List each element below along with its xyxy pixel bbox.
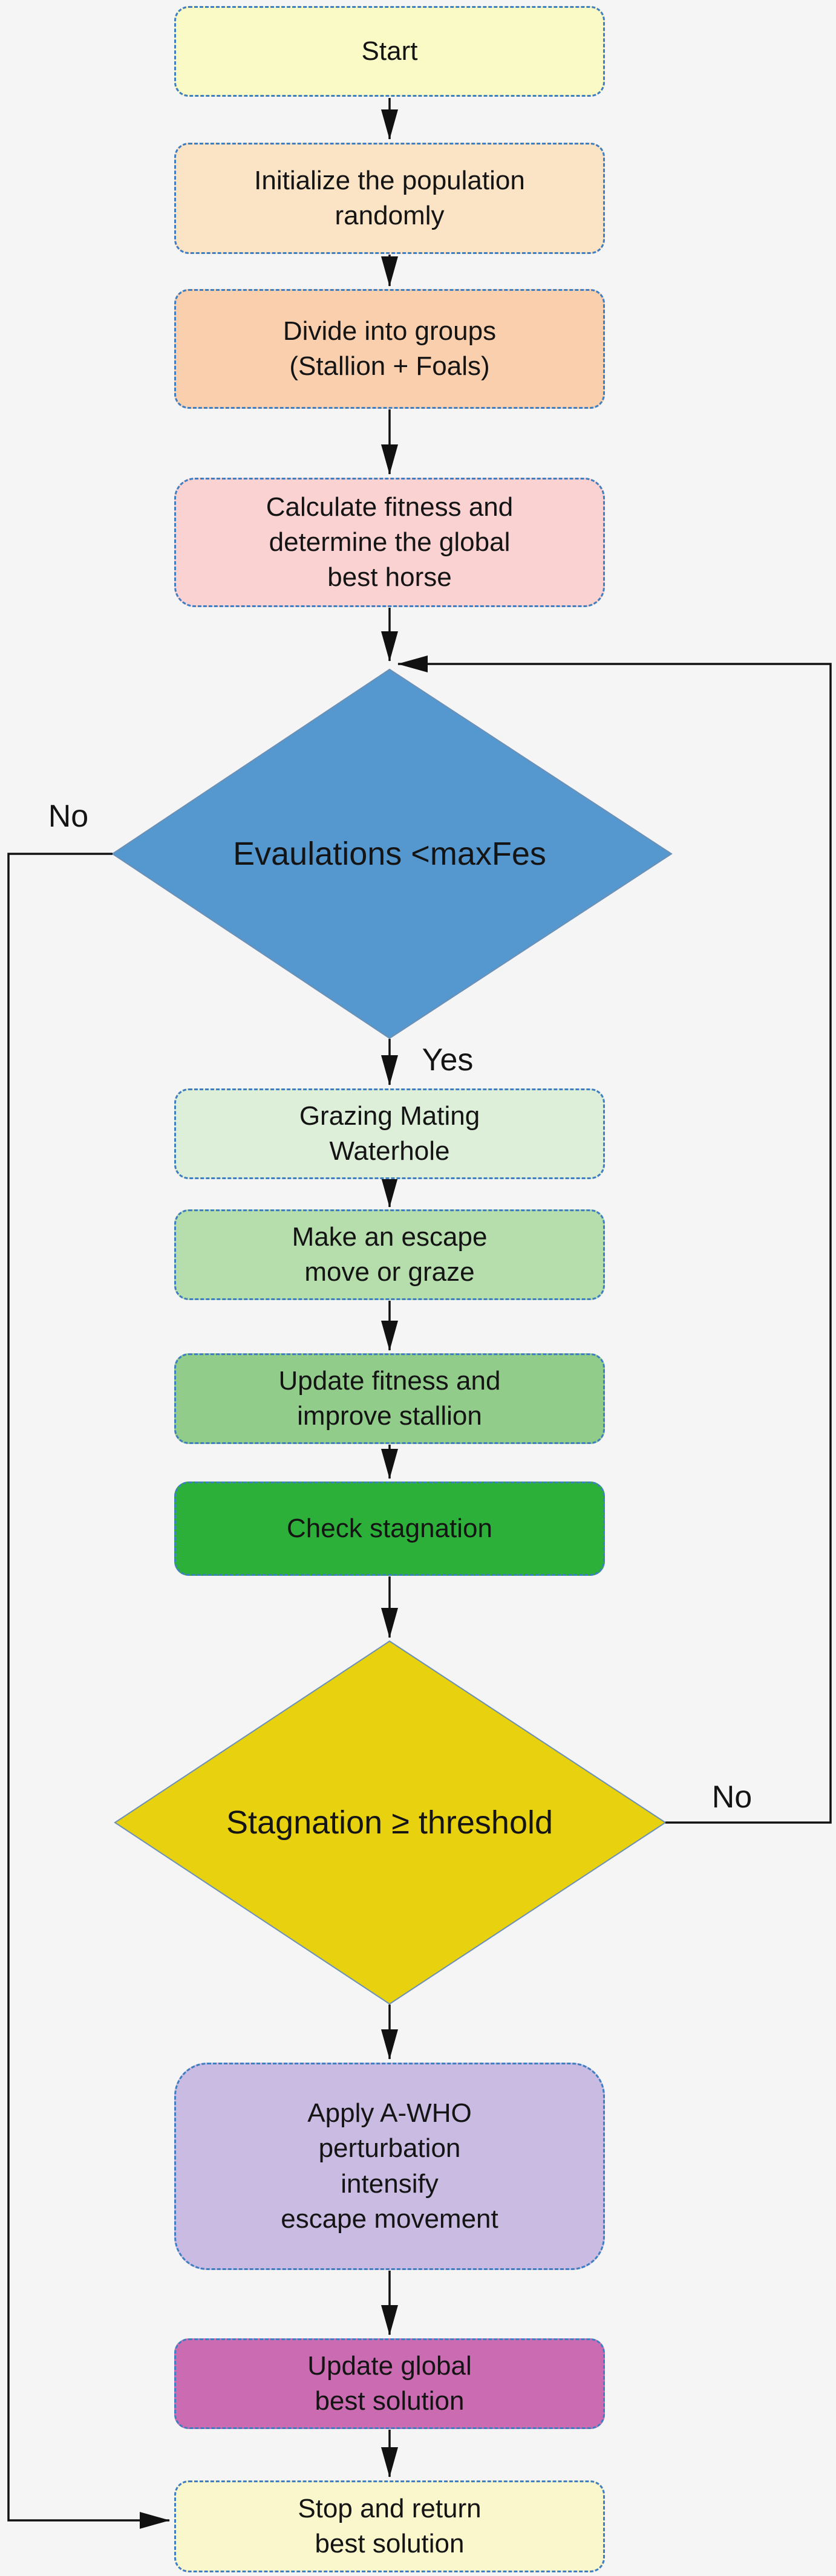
loop-no-eval-to-stop [7,853,170,2529]
node-grazing-label: Grazing Mating Waterhole [299,1101,480,1166]
node-check-stagnation-label: Check stagnation [287,1513,492,1543]
node-update-fitness: Update fitness and improve stallion [174,1353,605,1444]
node-check-stagnation: Check stagnation [174,1482,605,1576]
node-update-global: Update global best solution [174,2338,605,2429]
node-start: Start [174,6,605,97]
edge-label-no-right: No [711,1780,753,1815]
node-grazing: Grazing Mating Waterhole [174,1088,605,1179]
node-divide: Divide into groups (Stallion + Foals) [174,289,605,409]
decision-evaluations-shape [111,668,673,1039]
node-update-global-label: Update global best solution [307,2350,472,2416]
node-apply-awho: Apply A-WHO perturbation intensify escap… [174,2063,605,2270]
node-apply-awho-label: Apply A-WHO perturbation intensify escap… [281,2098,498,2234]
node-calculate-label: Calculate fitness and determine the glob… [266,492,514,593]
decision-stagnation-shape [114,1640,667,2005]
decision-evaluations-label: Evaulations <maxFes [233,836,546,872]
node-initialize-label: Initialize the population randomly [254,165,525,230]
decision-stagnation-label: Stagnation ≥ threshold [226,1804,553,1841]
loop-no-stagnation-to-eval [397,655,832,1824]
node-escape-label: Make an escape move or graze [292,1221,488,1287]
node-stop-label: Stop and return best solution [298,2493,482,2558]
node-initialize: Initialize the population randomly [174,143,605,254]
edge-label-yes: Yes [422,1042,474,1078]
node-stop: Stop and return best solution [174,2480,605,2572]
node-update-fitness-label: Update fitness and improve stallion [278,1365,501,1431]
node-divide-label: Divide into groups (Stallion + Foals) [282,316,497,381]
node-calculate: Calculate fitness and determine the glob… [174,478,605,607]
node-escape: Make an escape move or graze [174,1209,605,1300]
node-start-label: Start [361,36,418,66]
edge-label-no-left: No [48,799,89,834]
